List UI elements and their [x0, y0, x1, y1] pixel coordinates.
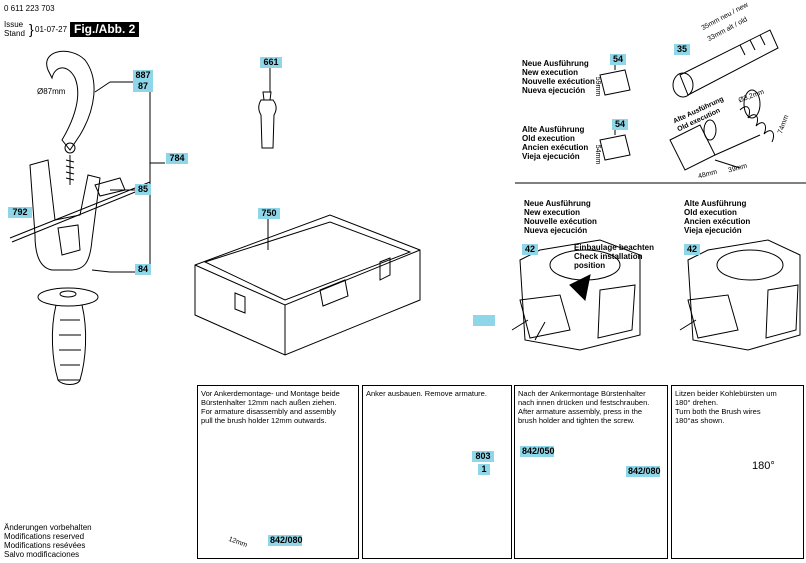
callout-842-080-box3: 842/080: [626, 466, 661, 477]
motor-old-es: Vieja ejecución: [684, 226, 742, 235]
armature-old: [669, 124, 716, 171]
dim-54mm: 54mm: [594, 144, 602, 165]
callout-750: 750: [258, 208, 280, 219]
callout-887: 887: [133, 70, 153, 81]
handle-strap: [46, 50, 95, 151]
handle-screw: [65, 155, 75, 185]
dim-handle-diameter: Ø87mm: [37, 87, 66, 96]
instruction-box-1: Vor Ankerdemontage- und Montage beide Bü…: [197, 385, 359, 559]
carrying-case: [194, 214, 421, 356]
motor-new-fr: Nouvelle exécution: [524, 217, 597, 226]
brush-new-es: Nueva ejecución: [522, 86, 586, 95]
instruction-box-2-text: Anker ausbauen. Remove armature.: [366, 389, 487, 398]
callout-784: 784: [166, 153, 188, 164]
footer-line-2: Modifications reserved: [4, 532, 85, 541]
install-note-pos: position: [574, 261, 606, 270]
callout-792: 792: [8, 207, 32, 218]
brush-new-en: New execution: [522, 68, 579, 77]
brush-new: [599, 69, 631, 96]
brush-old: [599, 134, 631, 161]
motor-new-de: Neue Ausführung: [524, 199, 591, 208]
brush-new-fr: Nouvelle exécution: [522, 77, 595, 86]
footer-line-3: Modifications resévées: [4, 541, 86, 550]
callout-87: 87: [133, 81, 153, 92]
figure-label: Fig./Abb. 2: [70, 22, 140, 37]
brush-old-en: Old execution: [522, 134, 575, 143]
callout-35: 35: [674, 44, 690, 55]
document-number: 0 611 223 703: [4, 4, 55, 13]
callout-84: 84: [135, 264, 151, 275]
callout-842-080-box1: 842/080: [268, 535, 303, 546]
handle-clamp: [29, 159, 101, 271]
instruction-box-1-text: Vor Ankerdemontage- und Montage beide Bü…: [201, 389, 340, 425]
callout-842-050: 842/050: [520, 446, 555, 457]
stand-label: Stand: [4, 29, 25, 38]
footer-line-4: Salvo modificaciones: [4, 550, 80, 559]
motor-new-en: New execution: [524, 208, 581, 217]
callout-54-old: 54: [612, 119, 628, 130]
depth-rod: [9, 181, 151, 243]
aux-handle-grip: [51, 304, 87, 381]
callout-661: 661: [260, 57, 282, 68]
brush-new-de: Neue Ausführung: [522, 59, 589, 68]
brace: }: [29, 21, 34, 37]
install-note-en: Check installation: [574, 252, 643, 261]
issue-date: 01-07-27: [35, 25, 68, 34]
instruction-box-4: Litzen beider Kohlebürsten um 180° drehe…: [671, 385, 804, 559]
footer-line-1: Änderungen vorbehalten: [4, 523, 92, 532]
blank-callout: [473, 315, 495, 326]
instruction-box-3-text: Nach der Ankermontage Bürstenhalter nach…: [518, 389, 650, 425]
callout-85: 85: [135, 184, 151, 195]
motor-old-en: Old execution: [684, 208, 737, 217]
brush-old-fr: Ancien exécution: [522, 143, 589, 152]
motor-new-es: Nueva ejecución: [524, 226, 588, 235]
armature-shaft: [679, 29, 779, 96]
callout-54-new: 54: [610, 54, 626, 65]
callout-42-old: 42: [684, 244, 700, 255]
issue-label: Issue: [4, 20, 24, 29]
brush-old-es: Vieja ejecución: [522, 152, 580, 161]
instruction-box-4-text: Litzen beider Kohlebürsten um 180° drehe…: [675, 389, 777, 425]
dim-59mm: 59mm: [594, 76, 602, 97]
aux-handle-disc: [37, 287, 99, 307]
brush-old-de: Alte Ausführung: [522, 125, 585, 134]
rotation-angle: 180°: [752, 460, 775, 472]
grease-tube: [258, 91, 277, 149]
motor-old-de: Alte Ausführung: [684, 199, 747, 208]
motor-old-fr: Ancien exécution: [684, 217, 751, 226]
callout-1: 1: [478, 464, 490, 475]
motor-housing-new: [519, 239, 641, 351]
motor-housing-old: [687, 239, 801, 351]
callout-42-new: 42: [522, 244, 538, 255]
install-note-de: Einbaulage beachten: [574, 243, 655, 252]
callout-803: 803: [472, 451, 494, 462]
